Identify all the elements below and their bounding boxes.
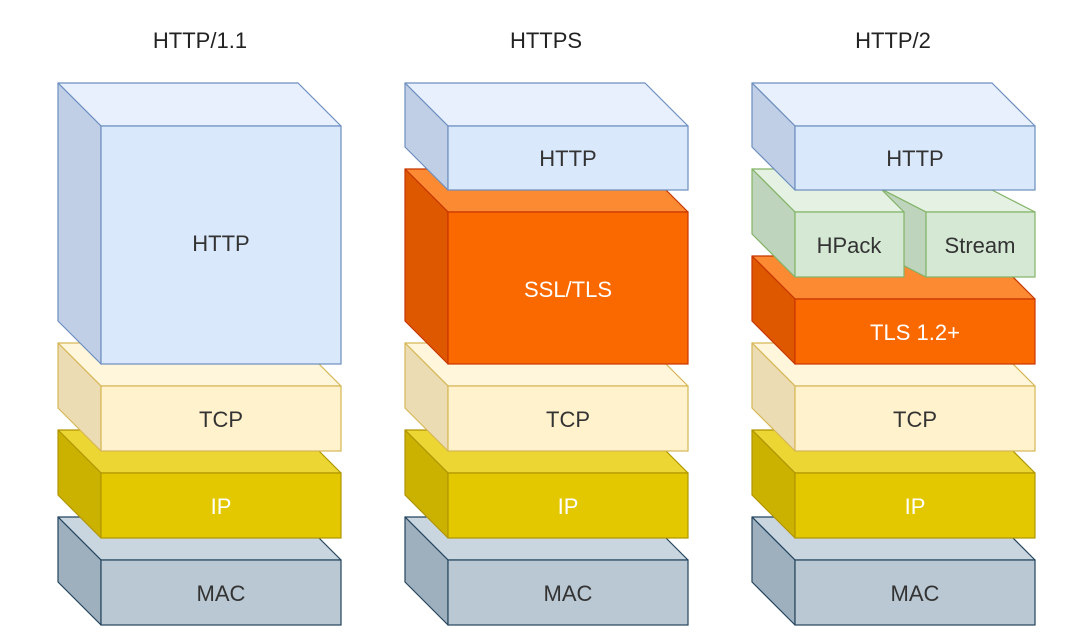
layer-label-tcp: TCP bbox=[893, 407, 937, 432]
layer-label-mac: MAC bbox=[891, 581, 940, 606]
column-title-http11: HTTP/1.1 bbox=[153, 28, 247, 53]
column-title-https: HTTPS bbox=[510, 28, 582, 53]
stack-http2: MAC IP TCP TLS 1.2+ Stream bbox=[751, 82, 1036, 626]
stack-https: MAC IP TCP SSL/TLS HTTP bbox=[404, 82, 689, 626]
stack-http11: MAC IP TCP HTTP bbox=[57, 82, 342, 626]
layer-label-ip: IP bbox=[905, 494, 926, 519]
layer-label-http: HTTP bbox=[192, 231, 249, 256]
layer-label-tls: TLS 1.2+ bbox=[870, 320, 960, 345]
column-title-http2: HTTP/2 bbox=[855, 28, 931, 53]
layer-label-http: HTTP bbox=[539, 146, 596, 171]
layer-label-ssl-tls: SSL/TLS bbox=[524, 277, 612, 302]
layer-http: HTTP bbox=[57, 82, 342, 365]
layer-label-hpack: HPack bbox=[817, 233, 883, 258]
layer-label-ip: IP bbox=[211, 494, 232, 519]
layer-label-mac: MAC bbox=[544, 581, 593, 606]
layer-ssl-tls: SSL/TLS bbox=[404, 168, 689, 365]
layer-label-tcp: TCP bbox=[199, 407, 243, 432]
layer-http: HTTP bbox=[404, 82, 689, 191]
layer-label-stream: Stream bbox=[945, 233, 1016, 258]
layer-stream: Stream bbox=[882, 189, 1036, 278]
layer-label-http: HTTP bbox=[886, 146, 943, 171]
layer-label-ip: IP bbox=[558, 494, 579, 519]
layer-label-mac: MAC bbox=[197, 581, 246, 606]
layer-http: HTTP bbox=[751, 82, 1036, 191]
layer-label-tcp: TCP bbox=[546, 407, 590, 432]
